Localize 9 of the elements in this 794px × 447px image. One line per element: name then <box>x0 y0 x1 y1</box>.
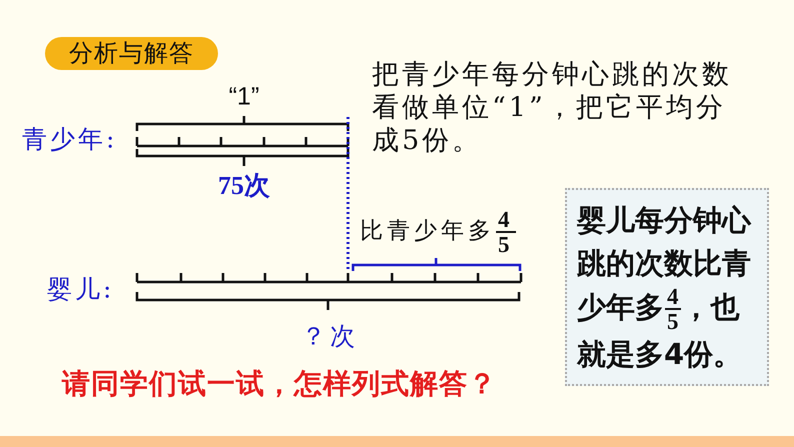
quantity-label: ？次 <box>301 324 359 348</box>
quantity-label: 75次 <box>218 173 270 199</box>
explanation-text: 把青少年每分钟心跳的次数看做单位“1”，把它平均分成5份。 <box>372 58 733 157</box>
row-label: 婴儿: <box>47 276 114 302</box>
unit-label: “1” <box>228 84 260 110</box>
heading-badge: 分析与解答 <box>45 37 218 70</box>
row-label: 青少年: <box>22 126 118 152</box>
question-text: 请同学们试一试，怎样列式解答？ <box>62 370 497 398</box>
note-box: 婴儿每分钟心跳的次数比青少年多$^{4}$$_{5}$，也就是多4份。 <box>565 188 769 386</box>
